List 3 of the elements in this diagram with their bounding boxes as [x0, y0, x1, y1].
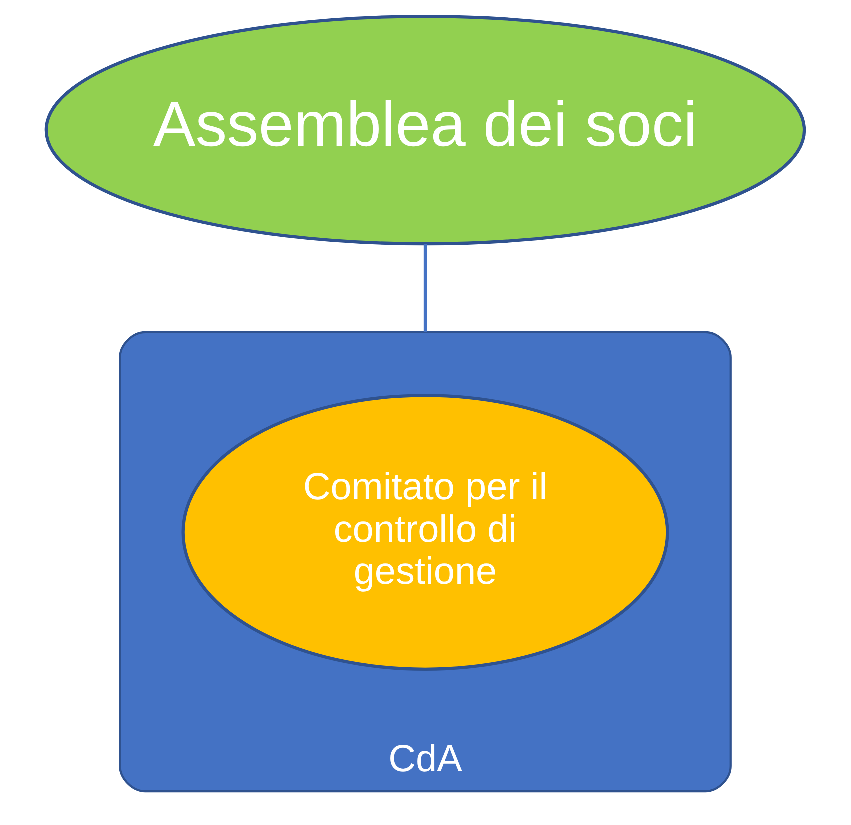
connector [424, 244, 428, 332]
node-ellipse: Assemblea dei soci [44, 15, 806, 246]
node-ellipse: Comitato per il controllo di gestione [182, 394, 670, 671]
